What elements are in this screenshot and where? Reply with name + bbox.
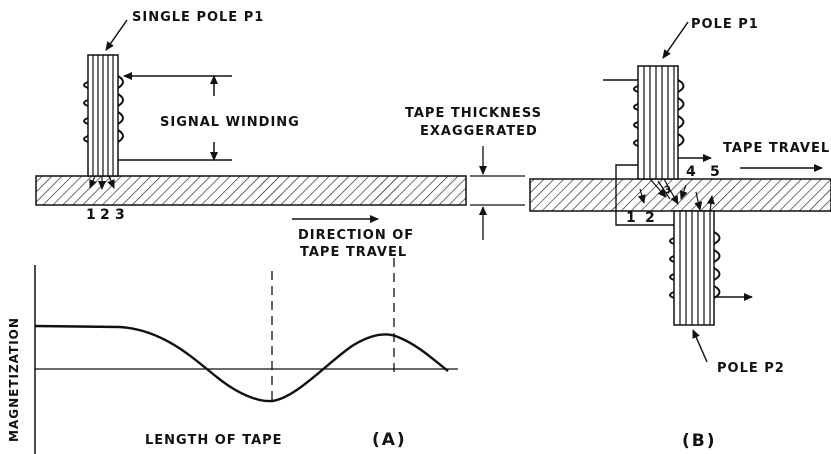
tape-a: [35, 175, 467, 206]
tape-b: [529, 178, 831, 212]
flux-point-label: 3: [664, 185, 672, 196]
flux-point-label: 2: [645, 210, 656, 226]
pole-p2-coil: [669, 231, 721, 299]
winding-label: SIGNAL WINDING: [160, 115, 300, 130]
flux-point-label: 1: [626, 210, 637, 226]
thickness-label: TAPE THICKNESS: [405, 106, 542, 121]
flux-arrows-a: [89, 175, 115, 190]
flux-point-label: 1: [86, 207, 97, 223]
flux-region: [615, 164, 674, 226]
pole-label-a: SINGLE POLE P1: [132, 10, 264, 25]
flux-arrows-b: [637, 178, 715, 212]
flux-point-label: 2: [100, 207, 111, 223]
pole-p1: [637, 65, 679, 180]
pole-p2-label: POLE P2: [717, 361, 785, 376]
pole-p1-coil: [633, 79, 685, 147]
thickness-markers: [470, 146, 525, 240]
pole-p2: [673, 210, 715, 326]
flux-point-label: 5: [710, 164, 721, 180]
thickness-label-2: EXAGGERATED: [420, 124, 538, 139]
panel-b: POLE P1 TAPE TRAVEL 1 2 3 4 5 POLE P2 (B…: [529, 17, 831, 451]
direction-label: DIRECTION OF: [298, 228, 414, 243]
panel-a: SINGLE POLE P1 SIGNAL WINDING TAPE THICK…: [7, 10, 542, 454]
pole-pointer-p2: [692, 329, 708, 363]
magnetization-plot: [34, 258, 458, 454]
signal-winding-coil: [83, 75, 124, 143]
x-axis-label: LENGTH OF TAPE: [145, 433, 283, 448]
magnetization-curve: [34, 324, 449, 403]
y-axis-label: MAGNETIZATION: [7, 317, 21, 442]
pole-p1-label: POLE P1: [691, 17, 759, 32]
panel-label-a: (A): [372, 430, 407, 450]
flux-point-label: 4: [686, 164, 697, 180]
direction-label-2: TAPE TRAVEL: [300, 245, 407, 260]
winding-leads: [118, 72, 232, 161]
single-pole-p1: [87, 54, 119, 177]
pole-pointer-p1: [662, 21, 689, 59]
tape-travel-label: TAPE TRAVEL: [723, 141, 830, 156]
flux-point-label: 3: [115, 207, 126, 223]
panel-label-b: (B): [682, 431, 717, 451]
pole-pointer-a: [105, 19, 128, 51]
